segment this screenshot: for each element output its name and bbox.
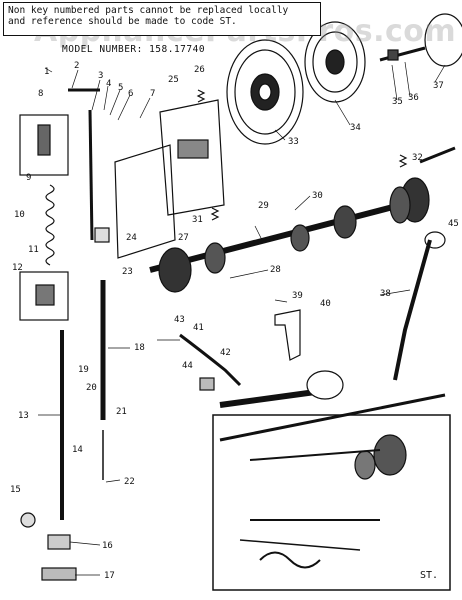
part-label-9: 9 — [26, 173, 31, 183]
part-label-2: 2 — [74, 61, 79, 71]
disc-drawing — [424, 13, 462, 67]
part-label-19: 19 — [78, 365, 89, 375]
part-label-36: 36 — [408, 93, 419, 103]
part-label-34: 34 — [350, 123, 361, 133]
part-label-18: 18 — [134, 343, 145, 353]
part-label-12: 12 — [12, 263, 23, 273]
part-label-13: 13 — [18, 411, 29, 421]
note-line-1: Non key numbered parts cannot be replace… — [8, 5, 289, 16]
part-label-37: 37 — [433, 81, 444, 91]
part-label-4: 4 — [106, 79, 111, 89]
part-number-labels: 1 2 3 4 5 6 7 8 9 10 11 12 13 14 15 16 1… — [10, 61, 459, 581]
part-label-39: 39 — [292, 291, 303, 301]
part-label-5: 5 — [118, 83, 123, 93]
part-label-6: 6 — [128, 89, 133, 99]
thread-guide-box — [19, 114, 69, 176]
part-label-43: 43 — [174, 315, 185, 325]
part-label-25: 25 — [168, 75, 179, 85]
pulley-drawing — [304, 21, 366, 103]
part-label-33: 33 — [288, 137, 299, 147]
base-assembly-frame — [212, 414, 451, 591]
part-label-11: 11 — [28, 245, 39, 255]
code-st-label: ST. — [420, 570, 439, 581]
part-label-27: 27 — [178, 233, 189, 243]
note-line-2: and reference should be made to code ST. — [8, 16, 237, 27]
part-label-23: 23 — [122, 267, 133, 277]
part-label-28: 28 — [270, 265, 281, 275]
model-number-label: MODEL NUMBER: 158.17740 — [62, 44, 206, 55]
part-label-1: 1 — [44, 67, 49, 77]
part-label-3: 3 — [98, 71, 103, 81]
part-label-44: 44 — [182, 361, 193, 371]
part-label-17: 17 — [104, 571, 115, 581]
part-label-35: 35 — [392, 97, 403, 107]
part-label-14: 14 — [72, 445, 83, 455]
part-label-7: 7 — [150, 89, 155, 99]
part-label-26: 26 — [194, 65, 205, 75]
thread-takeup-box — [159, 99, 225, 216]
part-label-41: 41 — [193, 323, 204, 333]
part-label-8: 8 — [38, 89, 43, 99]
part-label-16: 16 — [102, 541, 113, 551]
part-label-45: 45 — [448, 219, 459, 229]
part-label-10: 10 — [14, 210, 25, 220]
spring-drawing — [45, 184, 55, 266]
part-label-15: 15 — [10, 485, 21, 495]
part-label-24: 24 — [126, 233, 137, 243]
part-label-42: 42 — [220, 348, 231, 358]
handwheel-drawing — [226, 39, 304, 145]
part-label-29: 29 — [258, 201, 269, 211]
part-label-30: 30 — [312, 191, 323, 201]
part-label-38: 38 — [380, 289, 391, 299]
part-label-21: 21 — [116, 407, 127, 417]
tension-box — [19, 271, 69, 321]
part-label-32: 32 — [412, 153, 423, 163]
part-label-20: 20 — [86, 383, 97, 393]
part-label-40: 40 — [320, 299, 331, 309]
needle-bar-frame-box — [114, 144, 176, 259]
parts-note-box: Non key numbered parts cannot be replace… — [3, 2, 321, 36]
part-label-31: 31 — [192, 215, 203, 225]
part-label-22: 22 — [124, 477, 135, 487]
